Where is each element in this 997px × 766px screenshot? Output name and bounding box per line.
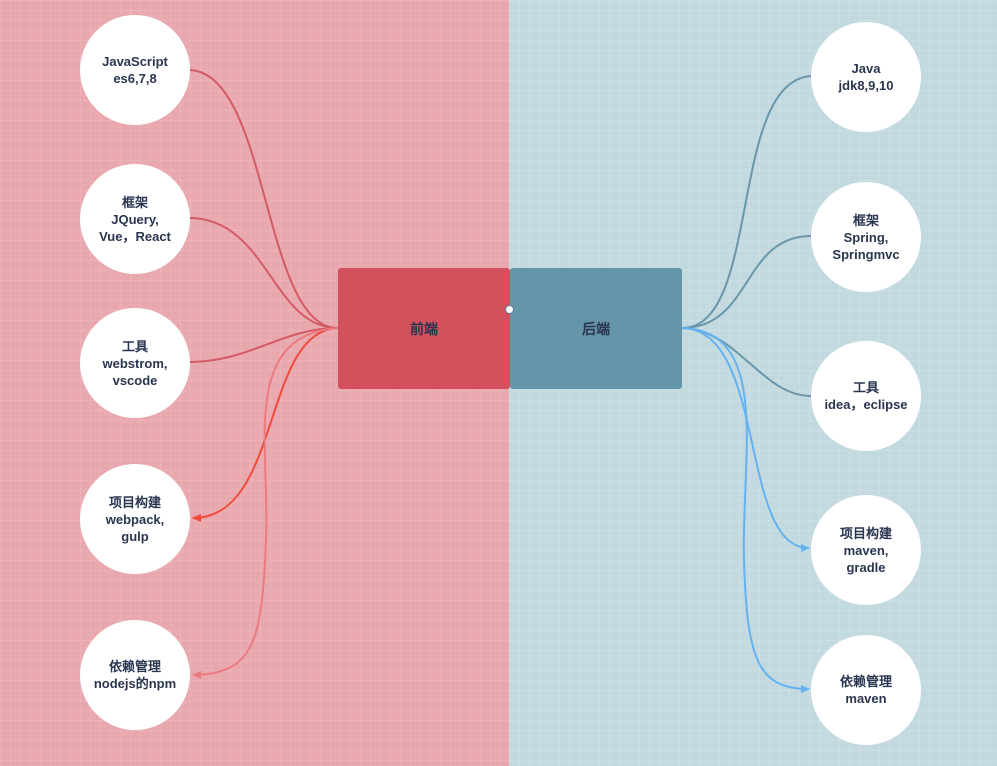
node-text: Java	[851, 61, 881, 76]
edge-backend-java[interactable]	[681, 75, 812, 329]
backend-topic[interactable]: 后端	[510, 268, 682, 389]
frontend-node-javascript[interactable]: JavaScript es6,7,8	[80, 15, 190, 125]
node-text: 依赖管理	[108, 659, 161, 674]
edge-frontend-deps[interactable]	[192, 327, 339, 679]
edge-backend-framework[interactable]	[681, 235, 812, 329]
node-text: gulp	[121, 528, 149, 544]
edge-frontend-build[interactable]	[192, 327, 339, 522]
node-text: Vue，React	[99, 228, 171, 244]
backend-topic-label: 后端	[582, 320, 610, 337]
node-text: JavaScript	[102, 54, 168, 69]
backend-node-framework[interactable]: 框架 Spring, Springmvc	[811, 182, 921, 292]
node-text: maven,	[843, 542, 889, 558]
edge-backend-tools[interactable]	[681, 327, 812, 397]
node-text: webpack,	[105, 511, 165, 527]
node-text: vscode	[112, 372, 158, 388]
frontend-node-deps[interactable]: 依赖管理 nodejs的npm	[80, 620, 190, 730]
node-text: 框架	[852, 212, 879, 228]
node-text: nodejs的npm	[93, 676, 177, 691]
backend-node-java[interactable]: Java jdk8,9,10	[811, 22, 921, 132]
edge-backend-deps[interactable]	[681, 327, 810, 693]
node-text: Spring,	[843, 229, 889, 245]
frontend-node-framework[interactable]: 框架 JQuery, Vue，React	[80, 164, 190, 274]
node-text: 工具	[852, 380, 879, 395]
frontend-topic-label: 前端	[410, 320, 438, 337]
backend-node-tools[interactable]: 工具 idea，eclipse	[811, 341, 921, 451]
node-text: Springmvc	[832, 246, 900, 262]
edge-frontend-javascript[interactable]	[188, 69, 339, 329]
backend-node-build[interactable]: 项目构建 maven, gradle	[811, 495, 921, 605]
node-text: 框架	[121, 194, 148, 210]
edge-frontend-tools[interactable]	[188, 327, 339, 363]
edge-frontend-framework[interactable]	[188, 217, 339, 329]
frontend-node-build[interactable]: 项目构建 webpack, gulp	[80, 464, 190, 574]
frontend-topic[interactable]: 前端	[338, 268, 510, 389]
node-text: jdk8,9,10	[838, 78, 894, 93]
node-text: 项目构建	[108, 494, 161, 510]
node-text: idea，eclipse	[824, 397, 908, 412]
node-text: 工具	[121, 338, 148, 354]
node-text: gradle	[846, 559, 886, 575]
node-text: JQuery,	[111, 211, 159, 227]
frontend-node-tools[interactable]: 工具 webstrom, vscode	[80, 308, 190, 418]
node-text: webstrom,	[102, 355, 168, 371]
backend-node-deps[interactable]: 依赖管理 maven	[811, 635, 921, 745]
node-text: 项目构建	[839, 525, 892, 541]
node-text: 依赖管理	[839, 674, 892, 689]
node-text: es6,7,8	[113, 71, 157, 86]
connection-handle[interactable]	[505, 305, 514, 314]
edge-backend-build[interactable]	[681, 327, 810, 552]
node-text: maven	[845, 691, 887, 706]
